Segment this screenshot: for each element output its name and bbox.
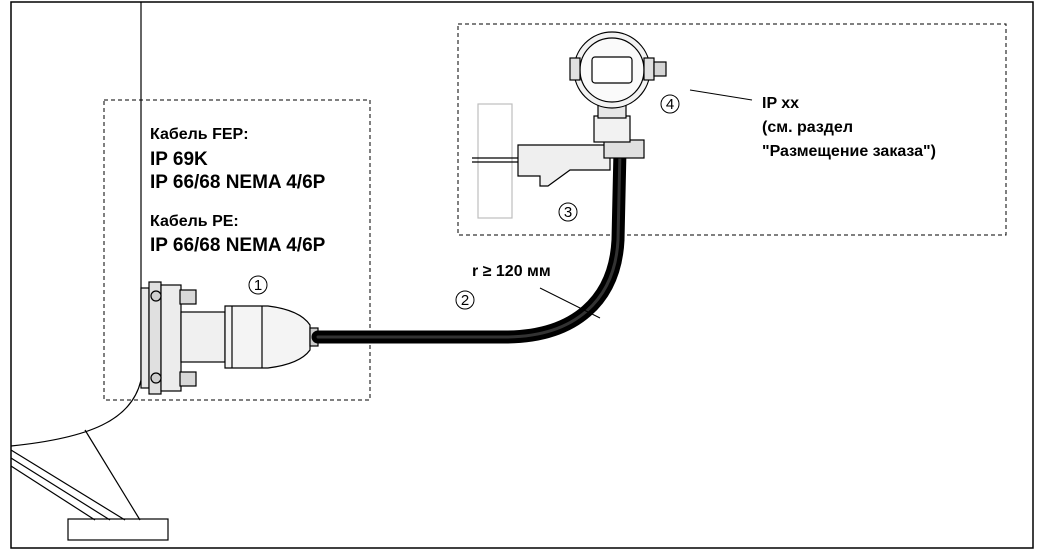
fep-rating-2: IP 66/68 NEMA 4/6P xyxy=(150,172,326,193)
fep-cable-title: Кабель FEP: xyxy=(150,126,249,143)
ip-ordering-reference: "Размещение заказа") xyxy=(762,143,936,160)
callout-4: 4 xyxy=(660,94,680,114)
leader-lines xyxy=(539,89,753,319)
sensor-flange-assembly xyxy=(140,281,319,395)
bend-radius-label: r ≥ 120 мм xyxy=(472,263,551,280)
pe-rating-1: IP 66/68 NEMA 4/6P xyxy=(150,235,326,256)
callout-1-text: 1 xyxy=(254,277,262,294)
callout-4-text: 4 xyxy=(666,96,674,113)
ip-see-section: (см. раздел xyxy=(762,119,853,136)
callout-1: 1 xyxy=(248,275,268,295)
callout-3: 3 xyxy=(558,202,578,222)
tank-outline xyxy=(10,2,169,541)
fep-rating-1: IP 69K xyxy=(150,149,208,170)
transmitter-assembly xyxy=(472,31,667,219)
ip-rating-label: IP xx xyxy=(762,95,799,112)
callout-2: 2 xyxy=(455,290,475,310)
sensor-area-box xyxy=(103,99,371,401)
pe-cable-title: Кабель PE: xyxy=(150,213,239,230)
callout-3-text: 3 xyxy=(564,204,572,221)
callout-2-text: 2 xyxy=(461,292,469,309)
transmitter-area-box xyxy=(457,23,1007,236)
diagram-frame xyxy=(10,1,1034,549)
